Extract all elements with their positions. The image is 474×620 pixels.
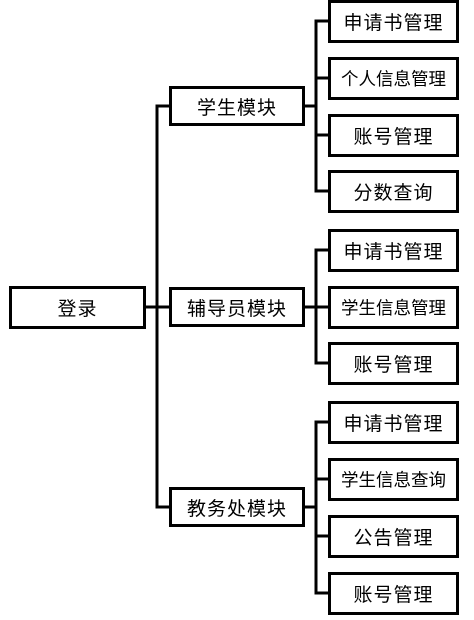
- module-node-counselor: 辅导员模块: [169, 287, 305, 327]
- leaf-node: 公告管理: [328, 515, 459, 558]
- leaf-node: 分数查询: [328, 170, 459, 213]
- leaf-node: 账号管理: [328, 114, 459, 157]
- leaf-node: 申请书管理: [328, 401, 459, 444]
- leaf-node: 申请书管理: [328, 0, 459, 43]
- module-node-student: 学生模块: [169, 86, 305, 126]
- leaf-node: 账号管理: [328, 342, 459, 385]
- leaf-node: 申请书管理: [328, 229, 459, 272]
- root-node-login: 登录: [9, 286, 146, 329]
- leaf-node: 学生信息管理: [328, 286, 459, 329]
- leaf-node: 学生信息查询: [328, 458, 459, 501]
- leaf-node: 账号管理: [328, 572, 459, 615]
- module-node-academic-office: 教务处模块: [169, 487, 305, 527]
- leaf-node: 个人信息管理: [328, 57, 459, 100]
